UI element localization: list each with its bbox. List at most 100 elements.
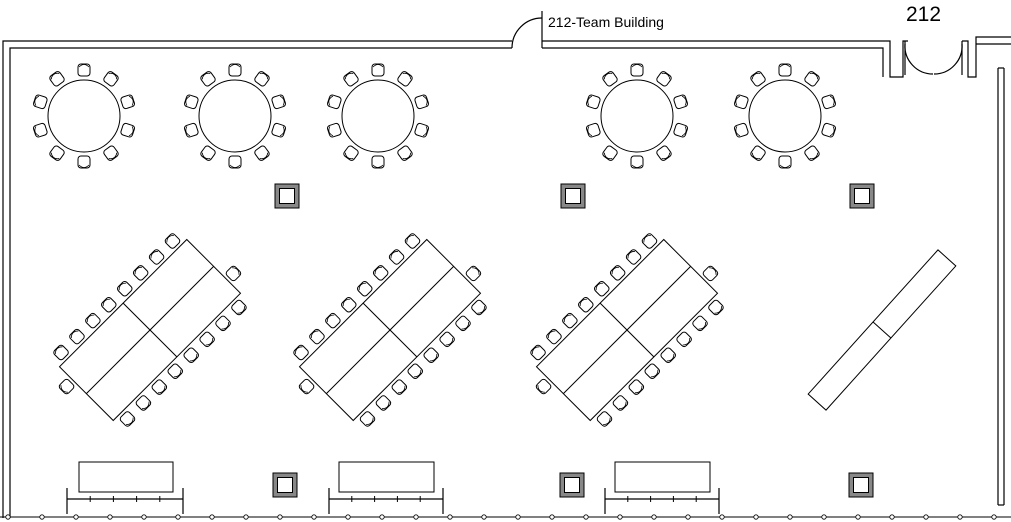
chair-icon xyxy=(611,394,630,413)
rail-post-icon xyxy=(175,514,181,520)
rail-post-icon xyxy=(379,514,385,520)
chair-icon xyxy=(624,247,643,266)
buffet-table-diagonal xyxy=(807,249,957,411)
chair-icon xyxy=(390,378,409,397)
banquet-tables xyxy=(52,232,725,428)
chair-icon xyxy=(253,69,271,88)
chair-icon xyxy=(118,409,137,428)
column-icon xyxy=(559,472,585,498)
chair-icon xyxy=(163,232,182,251)
rail-post-icon xyxy=(447,514,453,520)
chair-icon xyxy=(640,232,659,251)
chair-icon xyxy=(355,279,374,298)
stage-table-icon xyxy=(66,461,184,514)
chair-icon xyxy=(115,279,134,298)
door-double xyxy=(904,41,963,75)
banquet-table-icon xyxy=(52,232,248,428)
chair-icon xyxy=(52,343,71,362)
chair-icon xyxy=(672,122,689,139)
rail-post-icon xyxy=(787,514,793,520)
window-rail xyxy=(0,514,1011,520)
chair-icon xyxy=(99,295,118,314)
round-table-icon xyxy=(326,63,430,169)
chair-icon xyxy=(585,122,602,139)
rail-post-icon xyxy=(277,514,283,520)
rail-post-icon xyxy=(413,514,419,520)
chair-icon xyxy=(601,144,619,163)
chair-icon xyxy=(643,362,662,381)
chair-icon xyxy=(706,298,725,317)
chair-icon xyxy=(803,69,821,88)
chair-icon xyxy=(374,394,393,413)
chair-icon xyxy=(228,63,242,77)
chair-icon xyxy=(270,122,287,139)
chair-icon xyxy=(469,298,488,317)
rail-post-icon xyxy=(617,514,623,520)
chair-icon xyxy=(655,69,673,88)
chair-icon xyxy=(326,93,343,110)
chair-icon xyxy=(183,93,200,110)
rail-post-icon xyxy=(753,514,759,520)
chair-icon xyxy=(595,409,614,428)
chair-icon xyxy=(749,69,767,88)
chair-icon xyxy=(199,144,217,163)
rail-post-icon xyxy=(5,514,11,520)
chair-icon xyxy=(182,346,201,365)
chair-icon xyxy=(659,346,678,365)
chair-icon xyxy=(403,232,422,251)
chair-icon xyxy=(119,122,136,139)
chair-icon xyxy=(733,93,750,110)
chair-icon xyxy=(630,155,644,169)
stage-tables xyxy=(66,461,720,514)
chair-icon xyxy=(701,264,720,283)
rail-post-icon xyxy=(345,514,351,520)
chair-icon xyxy=(534,377,553,396)
column-icon xyxy=(560,183,586,209)
chair-icon xyxy=(342,144,360,163)
chair-icon xyxy=(371,63,385,77)
door-top xyxy=(511,11,543,49)
chair-icon xyxy=(83,311,102,330)
round-table-icon xyxy=(32,63,136,169)
chair-icon xyxy=(803,144,821,163)
round-table-icon xyxy=(585,63,689,169)
chair-icon xyxy=(733,122,750,139)
chair-icon xyxy=(48,69,66,88)
rail-post-icon xyxy=(685,514,691,520)
column-icon xyxy=(274,183,300,209)
chair-icon xyxy=(228,155,242,169)
rail-post-icon xyxy=(719,514,725,520)
chair-icon xyxy=(585,93,602,110)
chair-icon xyxy=(820,122,837,139)
chair-icon xyxy=(339,295,358,314)
column-icon xyxy=(848,472,874,498)
chair-icon xyxy=(576,295,595,314)
chair-icon xyxy=(323,311,342,330)
chair-icon xyxy=(608,263,627,282)
chair-icon xyxy=(166,362,185,381)
chair-icon xyxy=(102,144,120,163)
chair-icon xyxy=(57,377,76,396)
rail-post-icon xyxy=(991,514,997,520)
chair-icon xyxy=(358,409,377,428)
chair-icon xyxy=(672,93,689,110)
banquet-table-icon xyxy=(529,232,725,428)
chair-icon xyxy=(630,63,644,77)
round-table-icon xyxy=(183,63,287,169)
chair-icon xyxy=(297,377,316,396)
chair-icon xyxy=(77,155,91,169)
room-number: 212 xyxy=(906,3,942,26)
chair-icon xyxy=(134,394,153,413)
chair-icon xyxy=(778,155,792,169)
chair-icon xyxy=(150,378,169,397)
round-table-icon xyxy=(733,63,837,169)
rail-post-icon xyxy=(957,514,963,520)
chair-icon xyxy=(464,264,483,283)
chair-icon xyxy=(307,327,326,346)
chair-icon xyxy=(32,122,49,139)
chair-icon xyxy=(691,314,710,333)
room-title: 212-Team Building xyxy=(548,14,664,30)
chair-icon xyxy=(544,327,563,346)
chair-icon xyxy=(675,330,694,349)
